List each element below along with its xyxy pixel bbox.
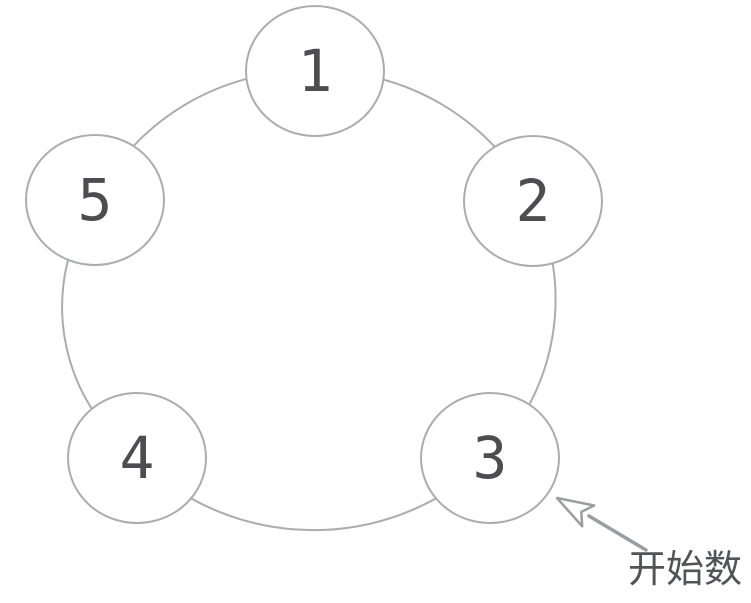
start-arrow-shaft (587, 514, 648, 552)
node-5-number: 5 (77, 166, 113, 234)
node-3-number: 3 (472, 424, 508, 492)
node-circle-5: 5 (25, 134, 165, 266)
node-1-number: 1 (297, 37, 333, 105)
start-arrow-head-icon (555, 496, 596, 528)
node-circle-4: 4 (67, 392, 207, 524)
node-circle-3: 3 (420, 392, 560, 524)
start-counting-label: 开始数 (628, 549, 743, 591)
node-circle-1: 1 (245, 5, 385, 137)
node-4-number: 4 (119, 424, 155, 492)
node-circle-2: 2 (463, 135, 603, 267)
node-2-number: 2 (515, 167, 551, 235)
